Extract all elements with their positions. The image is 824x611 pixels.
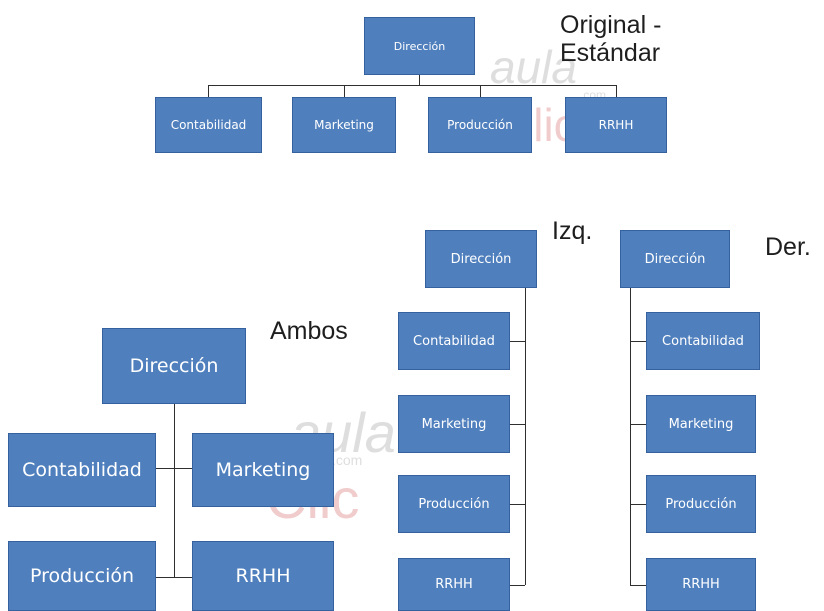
connector	[419, 75, 420, 85]
node-child[interactable]: Marketing	[192, 433, 334, 507]
node-root[interactable]: Dirección	[620, 230, 730, 288]
watermark-sub: .com	[332, 452, 363, 468]
connector	[156, 577, 192, 578]
connector	[510, 585, 525, 586]
connector	[630, 341, 646, 342]
node-child[interactable]: Contabilidad	[155, 97, 262, 153]
node-child[interactable]: Producción	[646, 475, 756, 533]
connector	[510, 504, 525, 505]
node-child[interactable]: Contabilidad	[8, 433, 156, 507]
caption-original-line1: Original -	[560, 11, 662, 39]
connector	[630, 504, 646, 505]
connector	[616, 85, 617, 97]
connector	[630, 288, 631, 585]
node-child[interactable]: RRHH	[192, 541, 334, 611]
node-child[interactable]: Contabilidad	[646, 312, 760, 370]
caption-original: Original - Estándar	[560, 11, 662, 67]
node-child[interactable]: RRHH	[398, 558, 510, 611]
node-child[interactable]: Contabilidad	[398, 312, 510, 370]
node-child[interactable]: Marketing	[646, 395, 756, 453]
connector	[510, 341, 525, 342]
node-root[interactable]: Dirección	[102, 328, 246, 404]
caption-original-line2: Estándar	[560, 38, 661, 67]
connector	[525, 288, 526, 585]
connector	[174, 404, 175, 578]
connector	[480, 85, 481, 97]
node-child[interactable]: Producción	[398, 475, 510, 533]
node-child[interactable]: RRHH	[646, 558, 756, 611]
caption-right: Der.	[765, 233, 811, 261]
connector	[510, 424, 525, 425]
node-child[interactable]: Producción	[8, 541, 156, 611]
connector	[208, 85, 616, 86]
connector	[344, 85, 345, 97]
node-child[interactable]: Marketing	[398, 395, 510, 453]
node-root[interactable]: Dirección	[425, 230, 537, 288]
node-child[interactable]: Marketing	[292, 97, 396, 153]
caption-both: Ambos	[270, 317, 348, 345]
caption-left: Izq.	[552, 217, 593, 245]
connector	[630, 585, 646, 586]
connector	[156, 468, 192, 469]
connector	[208, 85, 209, 97]
node-root[interactable]: Dirección	[364, 17, 475, 75]
node-child[interactable]: RRHH	[565, 97, 667, 153]
node-child[interactable]: Producción	[428, 97, 532, 153]
connector	[630, 424, 646, 425]
